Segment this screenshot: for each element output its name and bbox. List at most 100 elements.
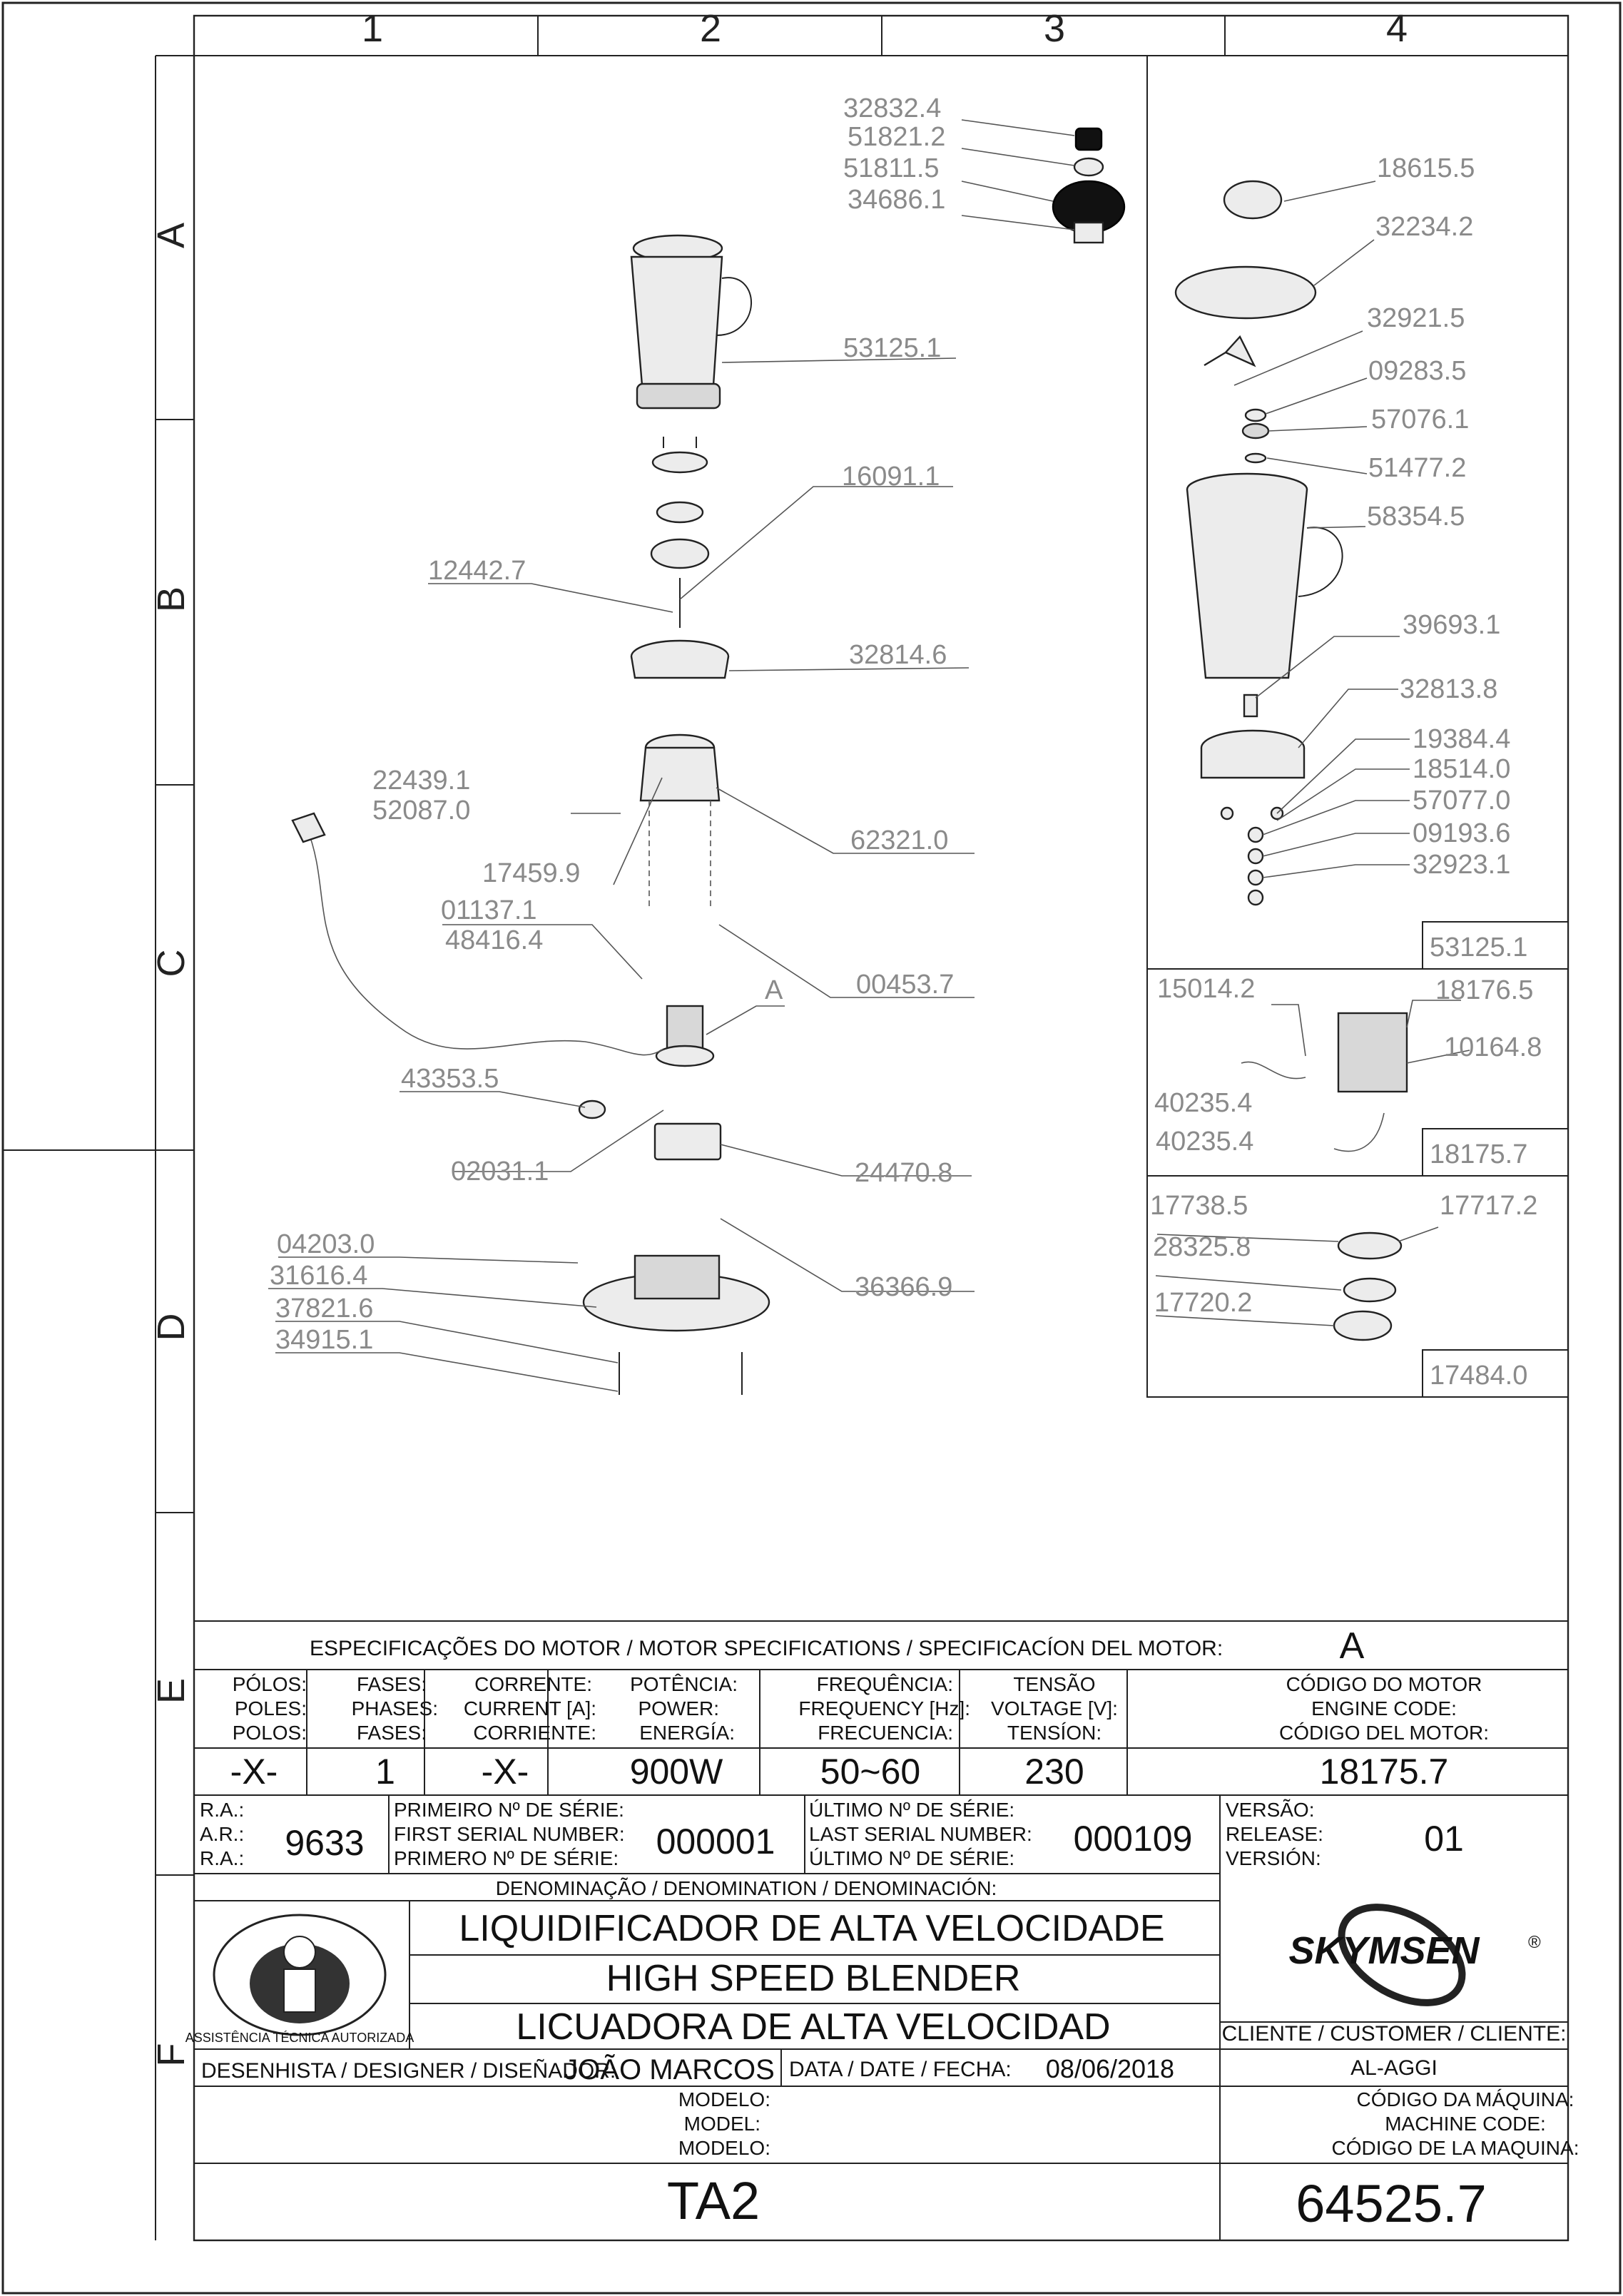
brand-mark: ® [1528, 1933, 1541, 1952]
part-jar [630, 255, 723, 387]
current-value: -X- [482, 1752, 529, 1792]
part-label: 15014.2 [1157, 974, 1255, 1004]
date-label: DATA / DATE / FECHA: [789, 2058, 1012, 2081]
part-switch [578, 1099, 606, 1119]
part-drive [650, 538, 710, 569]
voltage-value: 230 [1024, 1752, 1084, 1792]
part-label: 48416.4 [445, 925, 543, 955]
first-serial-label: FIRST SERIAL NUMBER: [394, 1823, 625, 1845]
power-value: 900W [630, 1752, 723, 1792]
client-value: AL-AGGI [1350, 2056, 1438, 2080]
subassembly-code-box [1422, 1349, 1569, 1398]
part-coupling [651, 451, 708, 474]
current-label: CORRIENTE: [473, 1722, 596, 1744]
part-label: 40235.4 [1154, 1088, 1252, 1118]
last-serial-label: ÚLTIMO Nº DE SÉRIE: [809, 1799, 1014, 1821]
denomination-en: HIGH SPEED BLENDER [606, 1958, 1021, 1999]
part-label: 51477.2 [1368, 453, 1466, 483]
part-label: 31616.4 [270, 1261, 367, 1291]
part-plug [291, 812, 326, 843]
version-label: VERSIÓN: [1226, 1847, 1321, 1869]
engine-code-label: ENGINE CODE: [1311, 1697, 1457, 1720]
frequency-label: FRECUENCIA: [818, 1722, 953, 1744]
designer-value: JOÃO MARCOS [564, 2053, 775, 2086]
part-label: 43353.5 [401, 1064, 499, 1094]
subassembly-code: 18175.7 [1430, 1139, 1527, 1169]
first-serial-label: PRIMERO Nº DE SÉRIE: [394, 1847, 619, 1869]
part-label: 28325.8 [1153, 1232, 1251, 1262]
part-label: 32813.8 [1400, 674, 1497, 704]
part-power-cord [306, 827, 664, 1056]
poles-label: POLOS: [233, 1722, 307, 1744]
voltage-label: TENSÍON: [1007, 1722, 1101, 1744]
part-knob-base [1073, 221, 1104, 244]
power-label: POWER: [638, 1697, 719, 1720]
machine-code-label: CÓDIGO DA MÁQUINA: [1357, 2088, 1574, 2110]
part-housing [639, 746, 721, 802]
part-label: 10164.8 [1444, 1032, 1542, 1062]
part-label: 34915.1 [275, 1325, 373, 1355]
ruler-col-4: 4 [1386, 7, 1408, 50]
voltage-label: TENSÃO [1013, 1673, 1095, 1695]
engine-code-label: CÓDIGO DEL MOTOR: [1279, 1722, 1489, 1744]
client-label: CLIENTE / CUSTOMER / CLIENTE: [1222, 2022, 1567, 2046]
version-value: 01 [1424, 1819, 1464, 1859]
skymsen-logo [1338, 1904, 1466, 2006]
date-value: 08/06/2018 [1046, 2054, 1174, 2083]
phases-label: FASES: [357, 1722, 427, 1744]
last-serial-label: LAST SERIAL NUMBER: [809, 1823, 1032, 1845]
specs-header: ESPECIFICAÇÕES DO MOTOR / MOTOR SPECIFIC… [310, 1636, 1223, 1660]
model-label: MODELO: [678, 2137, 770, 2159]
frequency-label: FREQUÊNCIA: [817, 1673, 953, 1695]
part-label: 52087.0 [372, 796, 470, 826]
part-label: 34686.1 [848, 185, 945, 215]
seal-text: ASSISTÊNCIA TÉCNICA AUTORIZADA [185, 2031, 414, 2045]
part-label: 53125.1 [843, 333, 941, 363]
phases-label: PHASES: [352, 1697, 438, 1720]
phases-value: 1 [375, 1752, 395, 1792]
frequency-label: FREQUENCY [Hz]: [798, 1697, 970, 1720]
part-jar-base [636, 382, 721, 410]
model-label: MODELO: [678, 2088, 770, 2110]
part-label: 40235.4 [1156, 1127, 1253, 1157]
ruler-col-3: 3 [1044, 7, 1065, 50]
last-serial-label: ÚLTIMO Nº DE SÉRIE: [809, 1847, 1014, 1869]
main-exploded-view [268, 119, 1126, 1395]
coupling-subassembly-frame [1146, 1175, 1569, 1398]
part-label: 01137.1 [441, 895, 537, 925]
part-label: 17717.2 [1440, 1191, 1537, 1221]
poles-label: POLES: [235, 1697, 307, 1720]
part-label: 00453.7 [856, 970, 954, 1000]
motor-letter: A [1340, 1625, 1365, 1667]
machine-code-label: CÓDIGO DE LA MAQUINA: [1332, 2137, 1579, 2159]
part-label: 57077.0 [1413, 786, 1510, 816]
last-serial-value: 000109 [1074, 1819, 1193, 1859]
ra-label: R.A.: [200, 1799, 244, 1821]
subassembly-code: 17484.0 [1430, 1361, 1527, 1391]
ra-label: A.R.: [200, 1823, 244, 1845]
part-label: 18176.5 [1435, 975, 1533, 1005]
part-label: 17459.9 [482, 858, 580, 888]
authorized-service-seal [213, 1914, 387, 2036]
designer-label: DESENHISTA / DESIGNER / DISEÑADOR: [201, 2058, 616, 2083]
version-label: RELEASE: [1226, 1823, 1323, 1845]
title-block [194, 1620, 1568, 2240]
phases-label: FASES: [357, 1673, 427, 1695]
part-label: 24470.8 [855, 1158, 952, 1188]
part-label: 39693.1 [1403, 610, 1500, 640]
machine-code-label: MACHINE CODE: [1385, 2113, 1546, 2135]
model-label: MODEL: [684, 2113, 760, 2135]
denomination-label: DENOMINAÇÃO / DENOMINATION / DENOMINACIÓ… [496, 1877, 997, 1899]
part-label: 17720.2 [1154, 1288, 1252, 1318]
part-label: 12442.7 [428, 556, 526, 586]
engine-code-label: CÓDIGO DO MOTOR [1286, 1673, 1482, 1695]
part-label: 51811.5 [843, 153, 940, 183]
part-label: 22439.1 [372, 766, 470, 796]
part-label: 19384.4 [1413, 724, 1510, 754]
part-label: 16091.1 [842, 462, 940, 492]
ruler-row-a: A [150, 223, 193, 248]
part-cap [1074, 127, 1103, 151]
ra-value: 9633 [285, 1823, 364, 1863]
version-label: VERSÃO: [1226, 1799, 1314, 1821]
